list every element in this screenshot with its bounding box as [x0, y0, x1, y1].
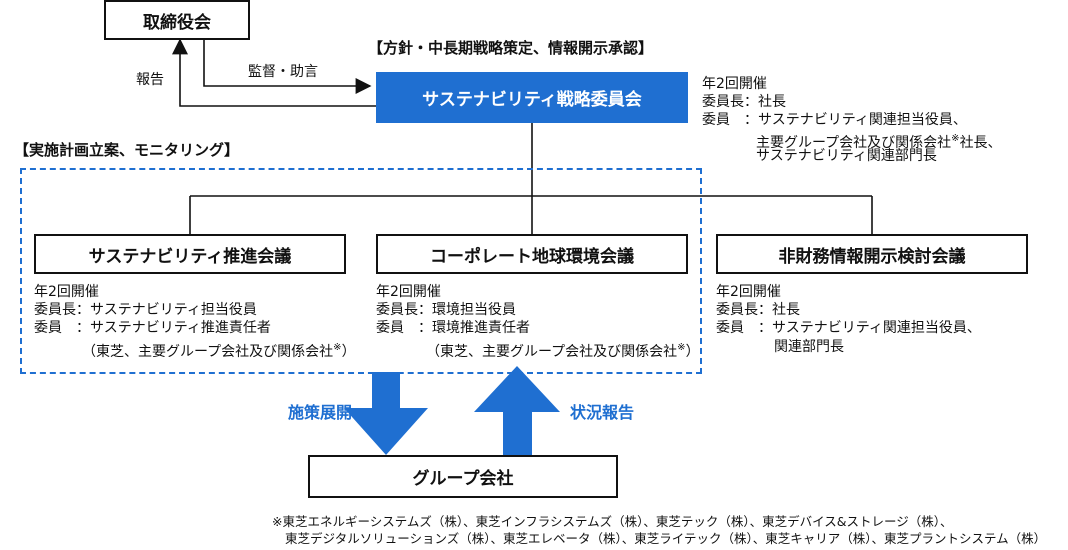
- status-report-arrow: [474, 366, 560, 455]
- committee-box: サステナビリティ戦略委員会: [376, 72, 688, 123]
- footnote-line2: 東芝デジタルソリューションズ（株）、東芝エレベータ（株）、東芝ライテック（株）、…: [285, 531, 1047, 546]
- meeting-info-line4a: （東芝、主要グループ会社及び関係会社: [426, 344, 678, 360]
- board-label: 取締役会: [143, 12, 211, 33]
- report-label: 報告: [136, 72, 164, 88]
- meeting-info-line4a: （東芝、主要グループ会社及び関係会社: [82, 344, 334, 360]
- meeting-title: 非財務情報開示検討会議: [778, 246, 966, 267]
- footnote-mark: ※: [951, 133, 960, 144]
- meeting-info-line: 委員 ：サステナビリティ関連担当役員、: [716, 320, 981, 336]
- report-line: [172, 38, 376, 107]
- board-box: 取締役会: [104, 0, 250, 40]
- meeting-title: サステナビリティ推進会議: [88, 246, 292, 267]
- meeting-info-line: 年2回開催: [34, 284, 99, 300]
- meeting-info-line: 年2回開催: [716, 284, 781, 300]
- meeting-info-line: 委員長：環境担当役員: [376, 302, 516, 318]
- meeting-box-nonfinancial-disclosure: 非財務情報開示検討会議: [716, 234, 1028, 274]
- meeting-info-line: 関連部門長: [774, 339, 844, 355]
- committee-role-label: 【方針・中長期戦略策定、情報開示承認】: [368, 39, 654, 57]
- footnote-line1: ※東芝エネルギーシステムズ（株）、東芝インフラシステムズ（株）、東芝テック（株）…: [272, 514, 953, 529]
- implementation-label: 【実施計画立案、モニタリング】: [14, 141, 240, 159]
- meeting-title: コーポレート地球環境会議: [430, 246, 634, 267]
- meeting-info-line4b: ）: [341, 344, 356, 360]
- committee-label: サステナビリティ戦略委員会: [422, 90, 642, 110]
- group-companies-label: グループ会社: [412, 469, 514, 489]
- committee-info-line5: サステナビリティ関連部門長: [756, 148, 937, 164]
- policy-deploy-arrow: [344, 372, 428, 455]
- meeting-info-line4b: ）: [685, 344, 700, 360]
- footnote-mark: ※: [333, 342, 342, 353]
- committee-info-line4: 主要グループ会社及び関係会社※社長、: [756, 130, 1002, 152]
- committee-info-line2: 委員長：社長: [702, 94, 786, 110]
- meeting-info-line: （東芝、主要グループ会社及び関係会社※）: [426, 339, 700, 361]
- meeting-info-line: 委員長：サステナビリティ担当役員: [34, 302, 257, 318]
- footnote-mark: ※: [677, 342, 686, 353]
- group-companies-box: グループ会社: [308, 455, 618, 498]
- supervise-label: 監督・助言: [248, 64, 318, 80]
- status-report-label: 状況報告: [570, 403, 635, 422]
- meeting-box-sustainability-promotion: サステナビリティ推進会議: [34, 234, 346, 274]
- policy-deploy-label: 施策展開: [288, 403, 353, 422]
- implementation-frame: [20, 168, 702, 374]
- committee-info-line4b: 社長、: [959, 135, 1002, 151]
- meeting-box-corporate-environment: コーポレート地球環境会議: [376, 234, 688, 274]
- committee-info-line1: 年2回開催: [702, 76, 767, 92]
- meeting-info-line: 年2回開催: [376, 284, 441, 300]
- supervise-line: [203, 40, 372, 94]
- meeting-info-line: （東芝、主要グループ会社及び関係会社※）: [82, 339, 356, 361]
- meeting-info-line: 委員 ：サステナビリティ推進責任者: [34, 320, 271, 336]
- committee-info-line3: 委員 ：サステナビリティ関連担当役員、: [702, 112, 967, 128]
- committee-info-line4a: 主要グループ会社及び関係会社: [756, 135, 952, 151]
- meeting-info-line: 委員長：社長: [716, 302, 800, 318]
- meeting-info-line: 委員 ：環境推進責任者: [376, 320, 530, 336]
